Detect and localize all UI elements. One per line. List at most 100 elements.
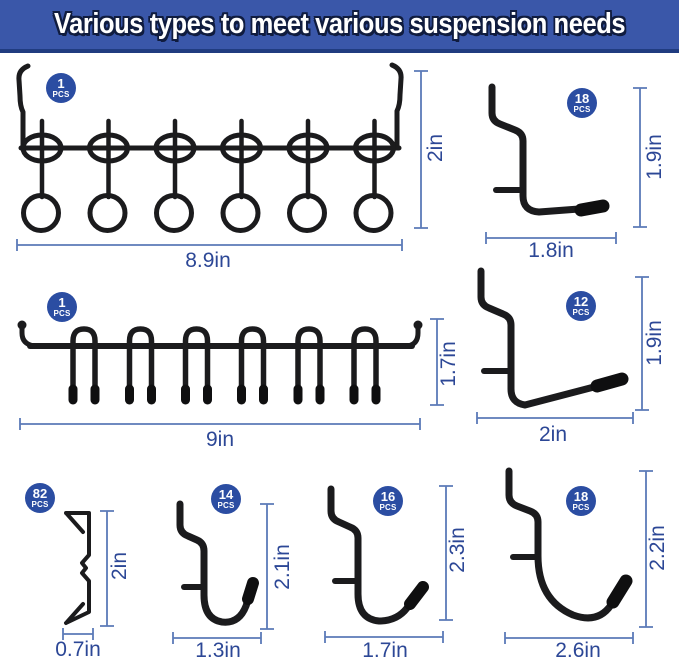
u-hook-unit bbox=[181, 326, 212, 405]
width-dimension-label: 1.8in bbox=[528, 239, 574, 262]
width-dimension-label: 2in bbox=[538, 423, 568, 446]
rubber-tip bbox=[574, 199, 610, 217]
width-dimension-label: 0.7in bbox=[55, 638, 101, 661]
height-dimension-label: 2.1in bbox=[271, 544, 294, 590]
rack-right-curl bbox=[405, 325, 421, 349]
curved-peg-hook-top-drawing bbox=[488, 83, 610, 217]
width-dim-line-ring-rack bbox=[16, 239, 403, 251]
width-dim-line-jhook-18 bbox=[504, 632, 634, 644]
width-dimension-label: 1.7in bbox=[362, 639, 408, 661]
ring-unit bbox=[153, 118, 197, 233]
height-dimension-label: 2.2in bbox=[646, 525, 669, 571]
rack-right-bracket bbox=[389, 62, 404, 149]
width-dim-line-hook-18 bbox=[485, 232, 617, 244]
rubber-tip bbox=[404, 581, 429, 610]
j-hook-medium-drawing bbox=[327, 485, 429, 625]
ring-unit bbox=[220, 118, 263, 233]
height-dimension-label: 2.3in bbox=[446, 527, 469, 573]
width-dimension-label: 2.6in bbox=[555, 639, 601, 661]
banner-title: Various types to meet various suspension… bbox=[53, 8, 626, 40]
hook-wire bbox=[327, 485, 416, 625]
height-dim-line-ring-rack bbox=[414, 70, 428, 229]
pieces-unit: PCS bbox=[31, 500, 49, 509]
ring-unit bbox=[286, 118, 330, 233]
hook-wire bbox=[505, 467, 619, 622]
u-hook-rack-drawing bbox=[17, 320, 423, 405]
hook-wire bbox=[477, 267, 598, 409]
clip-bottom-return bbox=[65, 602, 85, 624]
pieces-count: 18 bbox=[573, 489, 589, 504]
clip-top-return bbox=[65, 512, 85, 534]
pieces-count: 12 bbox=[573, 294, 589, 309]
height-dim-line-jhook-16 bbox=[439, 485, 453, 621]
rubber-tip bbox=[606, 574, 633, 609]
clip-profile bbox=[64, 511, 91, 625]
width-dimension-label: 9in bbox=[205, 428, 235, 451]
pieces-unit: PCS bbox=[572, 308, 590, 317]
height-dim-line-hook-12 bbox=[635, 276, 649, 411]
height-dim-line-clip bbox=[100, 510, 114, 627]
height-dimension-label: 2in bbox=[108, 551, 131, 581]
tool-ring-rack-drawing bbox=[16, 62, 404, 233]
u-hook-unit bbox=[349, 326, 381, 405]
height-dim-line-jhook-18 bbox=[639, 470, 653, 628]
curved-peg-hook-angled-drawing bbox=[477, 267, 629, 409]
hook-wire bbox=[488, 83, 583, 216]
hook-wire bbox=[176, 500, 253, 626]
width-dim-line-u-rack bbox=[19, 418, 421, 430]
rack-left-curl bbox=[19, 325, 37, 349]
pieces-count: 1 bbox=[58, 295, 66, 310]
height-dimension-label: 1.7in bbox=[437, 341, 460, 387]
pieces-count: 1 bbox=[57, 76, 65, 91]
height-dimension-label: 1.9in bbox=[643, 134, 666, 180]
pieces-unit: PCS bbox=[52, 90, 70, 99]
width-dim-line-jhook-14 bbox=[172, 632, 262, 644]
pieces-unit: PCS bbox=[572, 503, 590, 512]
dimension-lines bbox=[16, 70, 653, 644]
ring-unit bbox=[87, 118, 130, 233]
pieces-count: 14 bbox=[218, 487, 234, 502]
pieces-unit: PCS bbox=[573, 105, 591, 114]
pieces-unit: PCS bbox=[379, 503, 397, 512]
height-dimension-label: 1.9in bbox=[643, 320, 666, 366]
rack-left-bracket bbox=[16, 63, 31, 149]
width-dimension-label: 8.9in bbox=[185, 249, 231, 272]
pieces-unit: PCS bbox=[217, 501, 235, 510]
j-hook-large-drawing bbox=[505, 467, 633, 622]
width-dim-line-hook-12 bbox=[476, 412, 634, 424]
rack-right-knob bbox=[413, 320, 423, 330]
ring-unit bbox=[353, 118, 396, 233]
rubber-tip bbox=[590, 372, 629, 393]
height-dimension-label: 2in bbox=[424, 133, 447, 163]
pegboard-lock-clip-drawing bbox=[64, 511, 91, 625]
pieces-count: 16 bbox=[380, 489, 396, 504]
rubber-tip bbox=[242, 577, 259, 605]
banner: Various types to meet various suspension… bbox=[0, 0, 679, 53]
height-dim-line-u-rack bbox=[430, 318, 444, 406]
height-dim-line-hook-18 bbox=[633, 87, 647, 228]
pieces-unit: PCS bbox=[53, 309, 71, 318]
u-hook-unit bbox=[237, 326, 268, 405]
pieces-count: 82 bbox=[32, 486, 48, 501]
pieces-count: 18 bbox=[574, 91, 590, 106]
u-hook-unit bbox=[125, 326, 156, 405]
width-dim-line-jhook-16 bbox=[324, 631, 444, 643]
ring-unit bbox=[20, 118, 64, 233]
height-dim-line-jhook-14 bbox=[260, 503, 274, 630]
width-dim-line-clip bbox=[62, 628, 94, 640]
rack-left-knob bbox=[17, 320, 27, 330]
j-hook-small-drawing bbox=[176, 500, 259, 626]
u-hook-unit bbox=[293, 326, 325, 405]
width-dimension-label: 1.3in bbox=[195, 639, 241, 661]
